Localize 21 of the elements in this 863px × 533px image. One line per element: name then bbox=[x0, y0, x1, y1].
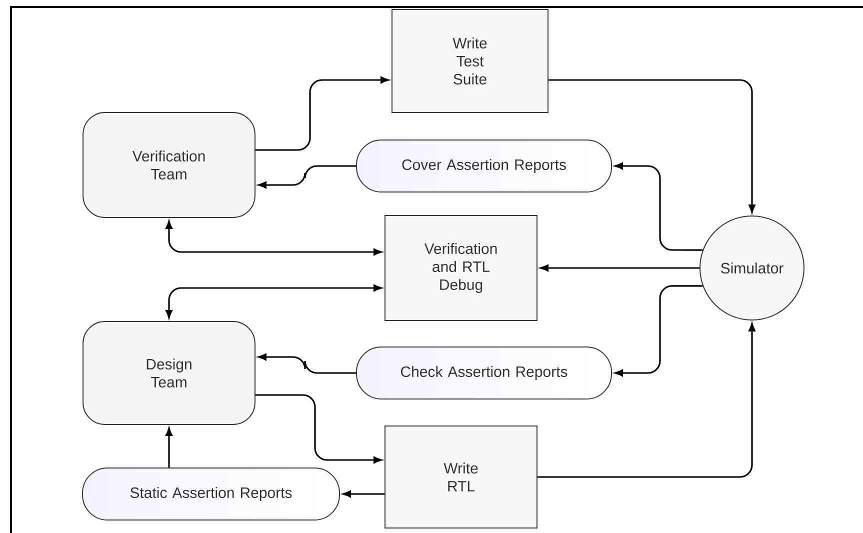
report-pill: Cover Assertion Reports bbox=[356, 140, 612, 192]
arrow bbox=[258, 354, 356, 374]
process-box: Write Test Suite bbox=[392, 9, 548, 113]
arrow bbox=[342, 490, 384, 498]
arrow bbox=[548, 79, 756, 213]
arrow bbox=[166, 284, 382, 318]
report-pill: Check Assertion Reports bbox=[356, 346, 612, 400]
report-pill: Static Assertion Reports bbox=[82, 468, 340, 520]
arrow bbox=[614, 162, 703, 251]
rounded-box: Design Team bbox=[82, 321, 256, 425]
process-box: Write RTL bbox=[384, 426, 538, 528]
process-box: Verification and RTL Debug bbox=[384, 215, 538, 321]
arrow bbox=[614, 285, 703, 376]
arrow bbox=[538, 323, 756, 478]
arrow bbox=[166, 220, 382, 256]
arrow bbox=[256, 394, 382, 464]
arrow bbox=[540, 264, 700, 272]
rounded-box: Verification Team bbox=[82, 112, 256, 218]
arrow bbox=[166, 428, 172, 468]
arrow bbox=[256, 76, 389, 151]
arrow bbox=[258, 165, 356, 188]
